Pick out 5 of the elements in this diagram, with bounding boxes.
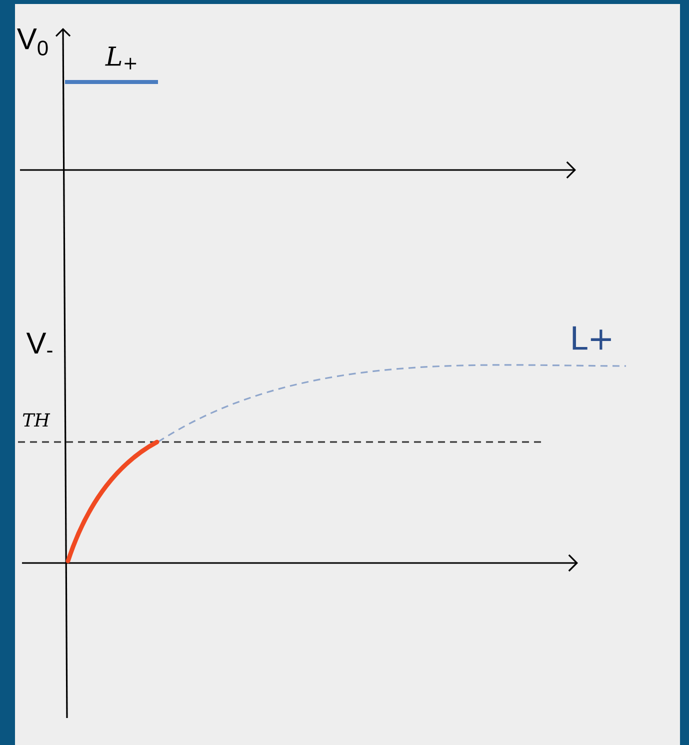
axis-label: L+	[572, 326, 611, 350]
axis-label: V$_{0}$	[17, 28, 48, 56]
axis-label: V$_{-}$	[26, 332, 52, 354]
axis-label: TH	[23, 413, 50, 427]
axis-label: L$_{+}$	[105, 46, 136, 70]
